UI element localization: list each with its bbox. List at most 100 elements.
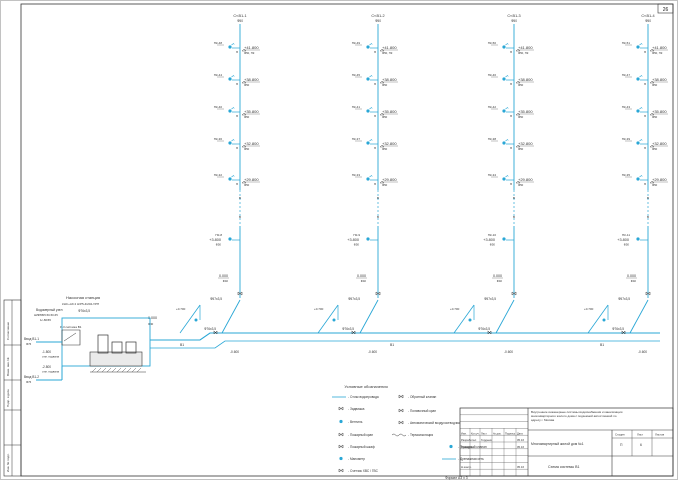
fire-hydrant-icon [468,318,472,322]
elevation-value: +35.800 [518,109,533,114]
legend: Условные обозначения- Стояк водопровода-… [332,384,487,473]
elevation-value: -0.600 [504,350,513,354]
meter-model: ШЛИ5ВЛ-50-50-65 [34,313,58,317]
tb-description-line: многоквартирного жилого дома с подземной… [531,414,617,418]
tb-stage-header: Стадия [615,433,625,437]
branch-pipe [179,304,201,334]
elevation-note: Ф50 [244,115,250,119]
elevation-note: Ф50 [382,115,388,119]
elevation-note: Ф50, ПК [518,51,529,55]
tb-sheets-header: Листов [655,433,665,437]
elevation-value: -0.600 [230,350,239,354]
riser-marker: В [236,114,238,118]
fire-hydrant-icon [502,45,506,49]
hydrant-nozzle-icon [231,43,235,46]
hydrant-tag: ПК-48 [214,41,223,45]
elevation-note: Ф50, ПК [244,51,255,55]
gate-valve-icon [487,330,492,335]
fire-hydrant-icon [366,177,370,181]
elevation-note: Ф40 [497,279,503,283]
elevation-value: +0.700 [314,307,324,311]
elevation-value: +41.800 [382,45,397,50]
inlet-size: Ф76 [26,380,32,384]
hydrant-tag: ПК-38 [488,137,497,141]
elevation-note: Ф40 [631,279,637,283]
strip-label: Подп. и дата [6,389,10,407]
tb-role: Н.контр. [461,465,472,469]
elevation-note: Ф40 [148,322,154,326]
elevation-value: +32.800 [244,141,259,146]
elevation-note: Ф50 [354,243,360,247]
hydrant-tag: ПК-39 [622,137,631,141]
gate-valve-icon [375,291,381,296]
fire-hydrant-icon [332,318,336,322]
riser-sub-label: Ф50 [237,19,243,23]
fire-hydrant-icon [366,141,370,145]
pump-model: КНС+АЗ 2 Н/Р5-4/202-УРП [62,302,99,306]
format-label: Формат А3 х 3 [445,476,468,480]
elevation-value: 0.000 [357,274,366,278]
riser-sub-label: Ф50 [511,19,517,23]
pipe-tag: В1 [390,343,394,347]
section-label: Р-3 система В1 [60,325,82,329]
hydrant-tag: ПК-32 [214,173,223,177]
gate-valve-icon [237,291,243,296]
fire-hydrant-icon [502,237,506,241]
hydrant-tag: ПК-40 [214,105,223,109]
hydrant-nozzle-icon [369,75,373,78]
hydrant-tag: ПК-51 [622,41,631,45]
elevation-note: Ф50 [216,243,222,247]
hydrant-nozzle-icon [231,175,235,178]
tb-description-line: адресу г. Москва [531,418,555,422]
legend-swatch [398,420,404,425]
riser-marker: В [236,82,238,86]
hydrant-tag: ПК-49 [352,41,361,45]
strip-label: Инв. № подл. [6,453,10,472]
water-meter-needle [63,332,77,342]
legend-item: - Обратный клапан [408,395,436,399]
tb-stage: П [620,443,623,447]
elevation-note: Ф50 [244,83,250,87]
riser-marker: В [644,146,646,150]
riser-marker: В [510,50,512,54]
hydrant-tag: ПК-35 [622,173,631,177]
return-pipe [150,340,660,349]
hydrant-tag: ПК-10 [488,233,497,237]
riser-marker: В [374,146,376,150]
branch-pipe [629,299,649,334]
elevation-value: +41.800 [244,45,259,50]
hydrant-tag: ПК-37 [352,137,361,141]
fire-hydrant-icon [636,77,640,81]
legend-swatch [338,432,344,437]
riser-marker: В [374,50,376,54]
hydrant-nozzle-icon [639,75,643,78]
tb-object: Многоквартирный жилой дом №1 [531,442,584,446]
sheet-number: 26 [663,7,669,13]
riser-label: Ст.В1-4 [641,14,654,18]
ground-hatch [131,367,137,373]
hydrant-nozzle-icon [505,107,509,110]
legend-item: - Вентиль [348,420,363,424]
fire-hydrant-icon [366,237,370,241]
gate-valve-icon [213,330,218,335]
legend-item: - Дренажная сеть [458,457,484,461]
riser-marker: В [644,114,646,118]
legend-item: - Пожарный клапан [458,445,487,449]
fire-hydrant-icon [636,109,640,113]
tb-col-header: Лист [481,432,487,436]
elevation-note: Ф50, ПК [382,51,393,55]
fire-hydrant-icon [194,318,198,322]
elevation-value: +32.800 [652,141,667,146]
elevation-value: +32.800 [518,141,533,146]
riser-marker: В [644,50,646,54]
riser-marker: В [510,146,512,150]
fire-hydrant-icon [366,109,370,113]
hydrant-nozzle-icon [369,175,373,178]
elevation-note: Ф50 [382,83,388,87]
tb-col-header: Изм. [461,432,467,436]
meter-dn: 1с-80/65 [40,318,51,322]
riser-sub-label: Ф50 [645,19,651,23]
elevation-value: -1.800 [42,350,51,354]
